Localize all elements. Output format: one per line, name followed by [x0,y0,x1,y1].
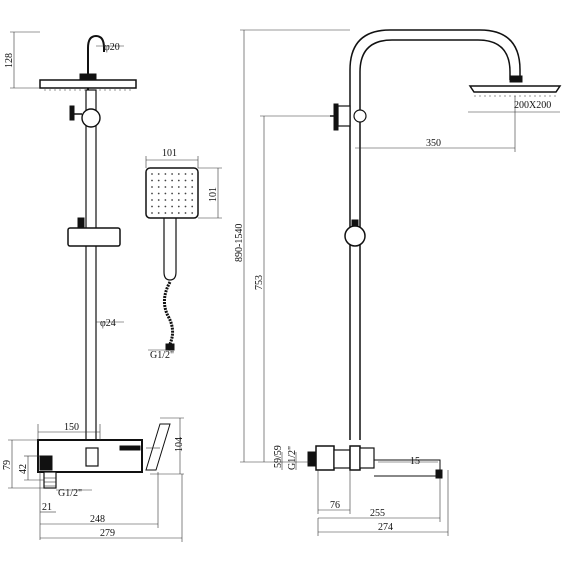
nozzle-dot [151,192,153,195]
dim-hand-width: 101 [162,148,177,159]
front-diverter [81,108,101,128]
nozzle-dot [157,212,160,214]
nozzle-dot [184,192,187,195]
dim-adjustable-height: 890-1540 [234,224,245,262]
dim-offset-15: 15 [410,456,420,467]
nozzle-dot [177,173,180,175]
nozzle-dot [157,179,160,182]
nozzle-dot [151,186,153,188]
dim-width-248: 248 [90,514,105,525]
front-shower-head [39,79,137,89]
front-head-connector [79,73,97,81]
nozzle-dot [191,205,194,208]
nozzle-dot [171,173,174,175]
nozzle-dot [151,179,153,182]
nozzle-dot [177,179,180,182]
dim-depth-76: 76 [330,500,340,511]
nozzle-dot [164,186,167,188]
nozzle-dot [184,173,187,175]
nozzle-dot [191,199,194,201]
nozzle-dot [157,192,160,195]
dim-depth-274: 274 [378,522,393,533]
side-view: 890-1540 753 350 200X200 59/59 G1/2" 15 … [234,29,562,536]
dim-outlet-21: 21 [42,502,52,513]
nozzle-dot [164,199,167,201]
dim-inlet-thread: G1/2" [287,446,298,470]
dim-outlet-thread: G1/2" [58,488,82,499]
side-lever [374,459,441,477]
side-arm-outer [349,29,521,440]
dim-valve-42: 42 [18,464,29,474]
side-shower-head [468,85,562,93]
nozzle-dot [177,205,180,208]
nozzle-dot [184,205,187,208]
nozzle-dot [184,186,187,188]
nozzle-dot [177,199,180,201]
nozzle-dot [191,173,194,175]
nozzle-dot [164,212,167,214]
nozzle-dot [164,173,167,175]
hand-shower-handle [163,218,177,281]
nozzle-dot [191,192,194,195]
nozzle-dot [184,179,187,182]
nozzle-dot [151,173,153,175]
nozzle-dot [151,212,153,214]
nozzle-dot [157,186,160,188]
nozzle-dot [171,212,174,214]
dim-slider-width: 150 [64,422,79,433]
nozzle-dot [171,186,174,188]
nozzle-dot [177,212,180,214]
nozzle-dot [164,179,167,182]
front-inlet [43,471,57,489]
side-slider [344,225,366,247]
dim-arm-diameter: φ20 [104,42,120,53]
nozzle-dot [184,212,187,214]
nozzle-dot [151,205,153,208]
nozzle-dot [171,205,174,208]
dim-valve-depth: 104 [174,437,185,452]
front-view: 128 φ20 φ24 150 79 42 104 G1/2" 21 [2,31,185,542]
dim-arm-height: 753 [254,275,265,290]
nozzle-dot [184,199,187,201]
nozzle-dot [157,205,160,208]
nozzle-dot [171,179,174,182]
nozzle-dot [157,173,160,175]
nozzle-dot [157,199,160,201]
nozzle-dot [164,192,167,195]
hand-shower-view: 101 101 G1/2" [145,148,222,361]
dim-hand-height: 101 [208,187,219,202]
nozzle-dot [191,186,194,188]
front-rail [85,89,97,441]
dim-head-size: 200X200 [514,100,551,111]
front-arm-curve [87,34,105,78]
nozzle-dot [177,186,180,188]
dim-width-279: 279 [100,528,115,539]
nozzle-dot [164,205,167,208]
dim-depth-255: 255 [370,508,385,519]
nozzle-dot [177,192,180,195]
nozzle-dot [171,199,174,201]
front-slider [67,227,121,247]
dim-rail-diameter: φ24 [100,318,116,329]
hose [163,281,175,345]
dim-head-height: 128 [4,53,15,68]
nozzle-dot [191,179,194,182]
dim-valve-79: 79 [2,460,13,470]
dim-hose-thread: G1/2" [150,350,174,361]
dim-arm-reach: 350 [426,138,441,149]
nozzle-dot [171,192,174,195]
nozzle-dot [151,199,153,201]
side-arm-inner [359,39,511,440]
nozzle-dot [191,212,194,214]
dim-inlet-59: 59/59 [273,445,284,468]
